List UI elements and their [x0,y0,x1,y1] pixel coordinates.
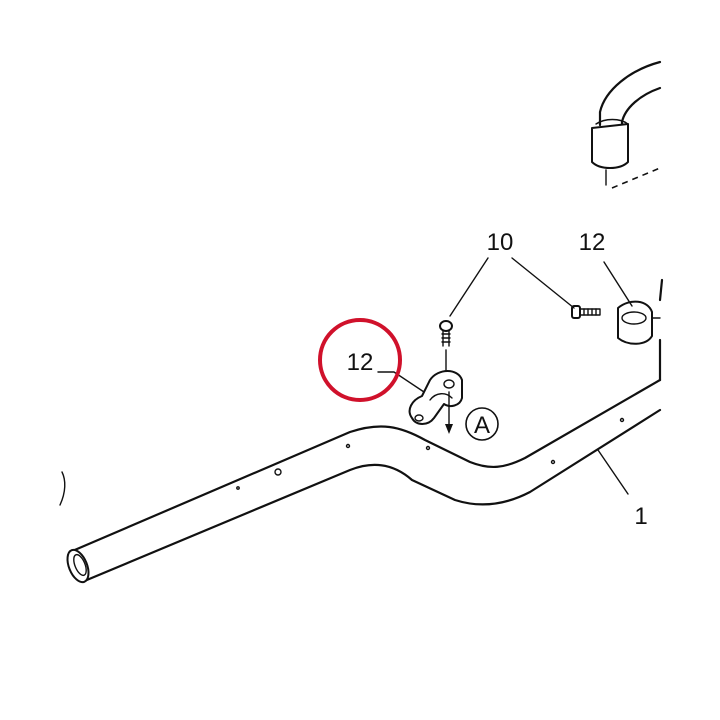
label-part-10: 10 [487,229,514,256]
frame-tube [66,278,664,584]
label-part-12-highlighted: 12 [347,349,374,376]
label-part-12-right: 12 [579,229,606,256]
leader-12-highlighted [377,371,425,393]
bolt-horizontal [571,305,601,319]
screw-vertical [439,320,453,379]
detail-a-circle [465,407,499,441]
upper-handle-tube [591,60,662,189]
detail-a-label: A [474,412,490,439]
label-part-1: 1 [634,503,647,530]
leader-1 [597,449,629,495]
detail-arrow [445,391,453,434]
leader-10-to-screw [449,257,489,317]
leader-10-to-bolt [511,257,575,309]
left-edge-fragment [59,471,66,506]
highlight-circle [318,318,402,402]
highlighted-clamp [408,370,463,425]
right-clamp [617,300,661,345]
leader-12-right [603,261,633,307]
